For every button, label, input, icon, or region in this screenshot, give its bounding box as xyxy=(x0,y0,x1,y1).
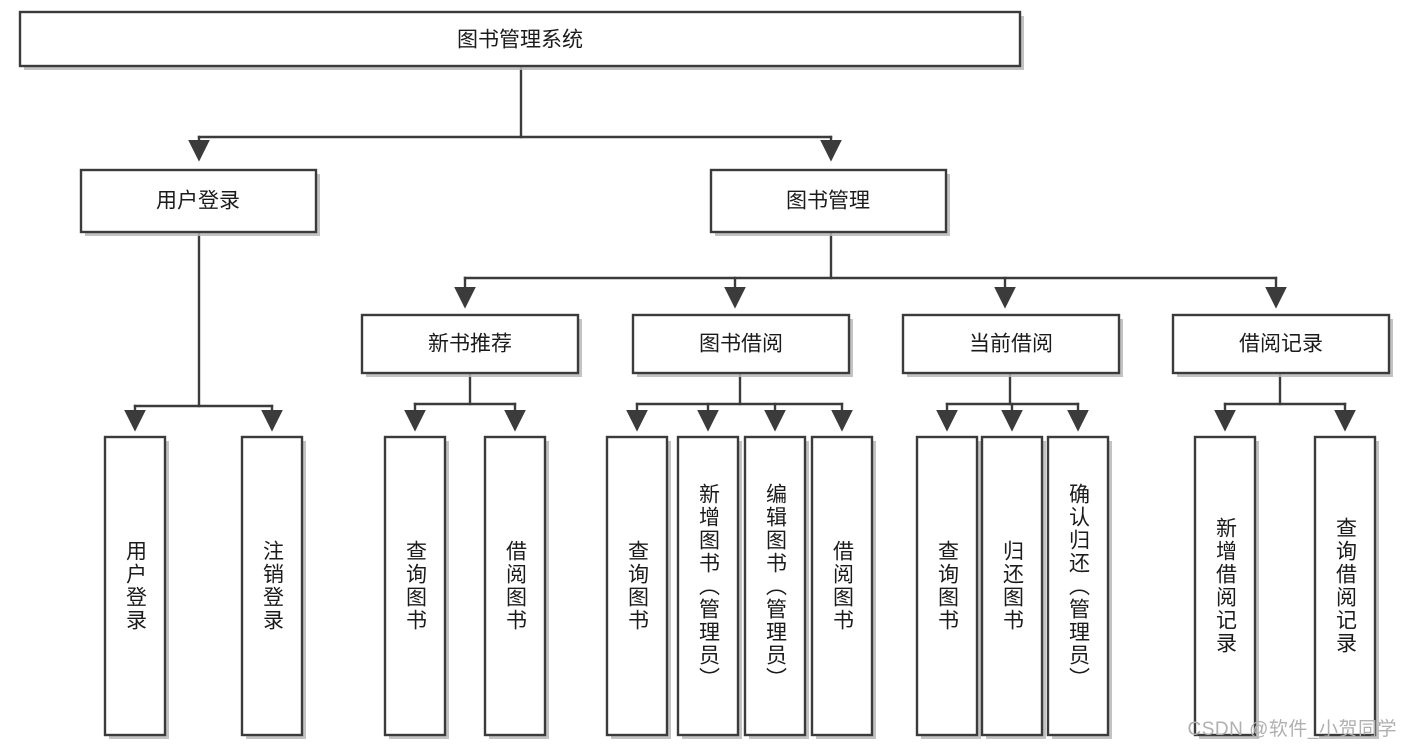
leaf-node-record-add[interactable] xyxy=(1193,435,1259,739)
leaf-node-user-login-logout[interactable] xyxy=(240,435,306,739)
node-borrow-record[interactable]: 借阅记录 xyxy=(1171,313,1393,377)
leaf-user-login-login-box xyxy=(103,435,167,737)
leaf-current-return-box xyxy=(980,435,1044,737)
node-borrow-record-box xyxy=(1171,313,1391,375)
leaf-borrow-borrow-book-box xyxy=(810,435,874,737)
node-current-borrow-box xyxy=(901,313,1121,375)
node-book-management-label: 图书管理 xyxy=(786,190,870,213)
connector-group-current-borrow xyxy=(936,373,1089,432)
leaf-node-borrow-edit-book[interactable] xyxy=(743,435,809,739)
node-book-borrow[interactable]: 图书借阅 xyxy=(631,313,853,377)
leaf-node-new-book-borrow[interactable] xyxy=(483,435,549,739)
node-book-management-box xyxy=(709,168,948,234)
leaf-node-current-query[interactable] xyxy=(915,435,981,739)
leaf-borrow-edit-book-box xyxy=(743,435,807,737)
leaf-node-current-return[interactable] xyxy=(980,435,1046,739)
csdn-watermark: CSDN @软件_小贺同学 xyxy=(1187,719,1397,740)
node-book-management[interactable]: 图书管理 xyxy=(709,168,950,236)
leaf-node-record-query[interactable] xyxy=(1313,435,1379,739)
connector-group-book-borrow xyxy=(626,373,853,432)
connector-group-user-login xyxy=(124,231,283,432)
connector-group-borrow-record xyxy=(1214,373,1356,432)
node-root-label: 图书管理系统 xyxy=(457,29,583,52)
leaf-user-login-logout-box xyxy=(240,435,304,737)
leaf-borrow-query-box xyxy=(605,435,669,737)
leaf-new-book-query-box xyxy=(383,435,447,737)
node-book-borrow-label: 图书借阅 xyxy=(699,333,783,356)
leaf-node-borrow-query[interactable] xyxy=(605,435,671,739)
connector-group-new-book-rec xyxy=(404,373,526,432)
node-user-login-label: 用户登录 xyxy=(156,190,240,213)
node-new-book-recommend-box xyxy=(360,313,580,375)
connector-group-book-mgmt xyxy=(454,231,1287,309)
connector-group-root xyxy=(188,66,842,162)
leaf-new-book-borrow-box xyxy=(483,435,547,737)
leaf-record-add-box xyxy=(1193,435,1257,737)
leaf-current-query-box xyxy=(915,435,979,737)
node-current-borrow[interactable]: 当前借阅 xyxy=(901,313,1123,377)
leaf-record-query-box xyxy=(1313,435,1377,737)
leaf-borrow-add-book-box xyxy=(676,435,740,737)
node-user-login[interactable]: 用户登录 xyxy=(79,168,320,236)
node-user-login-box xyxy=(79,168,318,234)
node-current-borrow-label: 当前借阅 xyxy=(969,333,1053,356)
node-root-box xyxy=(18,10,1022,68)
leaf-current-confirm-return-box xyxy=(1046,435,1110,737)
leaf-node-borrow-borrow-book[interactable] xyxy=(810,435,876,739)
node-new-book-recommend[interactable]: 新书推荐 xyxy=(360,313,582,377)
leaf-node-user-login-login[interactable] xyxy=(103,435,169,739)
node-root-system[interactable]: 图书管理系统 xyxy=(18,10,1024,70)
leaf-node-new-book-query[interactable] xyxy=(383,435,449,739)
leaf-node-current-confirm-return[interactable] xyxy=(1046,435,1112,739)
node-borrow-record-label: 借阅记录 xyxy=(1239,333,1323,356)
node-new-book-recommend-label: 新书推荐 xyxy=(428,333,512,356)
leaf-node-borrow-add-book[interactable] xyxy=(676,435,742,739)
node-book-borrow-box xyxy=(631,313,851,375)
